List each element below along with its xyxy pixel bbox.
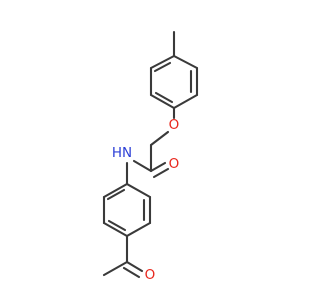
- amide-nitrogen-label: N: [122, 145, 132, 161]
- bond-ring2-d: [125, 221, 152, 238]
- bond-ring2-a-inner: [106, 188, 126, 201]
- ether-oxygen-label: O: [169, 117, 180, 133]
- bond-carbonyl-n: [132, 159, 153, 173]
- bond-ring1-f: [172, 54, 199, 70]
- bond-amide-c-o-1: [149, 161, 167, 173]
- amide-oxygen-label: O: [169, 156, 180, 172]
- bond-ketone-c-o-1: [125, 260, 144, 273]
- bond-ether-o-ch2: [149, 130, 170, 147]
- bond-ring1-d: [172, 93, 199, 110]
- bond-ring1-a-inner: [153, 61, 172, 73]
- bond-ring1-c: [149, 93, 176, 110]
- bond-ring1-c-inner: [154, 91, 174, 104]
- ketone-oxygen-label: O: [145, 267, 156, 283]
- acetylphenyl-ring: [102, 182, 152, 238]
- bond-ketone-c-o-2: [122, 266, 141, 279]
- bond-ring1-a: [149, 54, 176, 70]
- bond-amide-c-o-2: [152, 167, 170, 179]
- bond-acetyl-methyl: [102, 260, 129, 277]
- bond-ring2-f: [125, 182, 152, 199]
- bond-ring2-c-inner: [107, 219, 127, 232]
- tolyl-ring: [149, 54, 199, 110]
- bond-ring2-c: [102, 221, 129, 238]
- molecule-structure-diagram: O O H N O: [102, 30, 199, 283]
- bond-ring2-a: [102, 182, 129, 199]
- amide-hydrogen-label: H: [112, 145, 122, 161]
